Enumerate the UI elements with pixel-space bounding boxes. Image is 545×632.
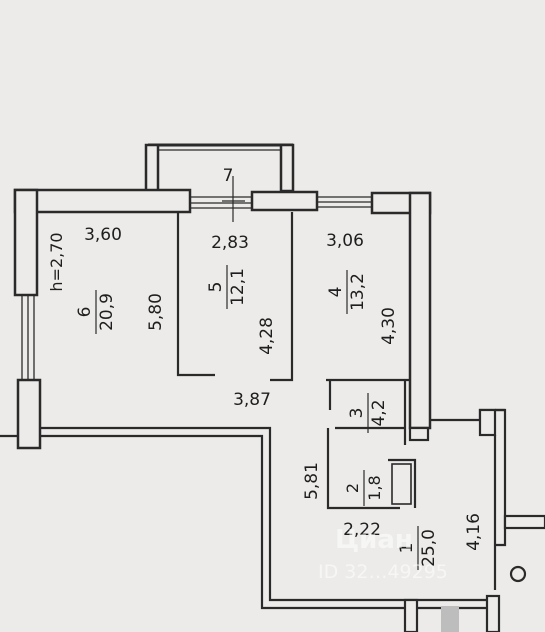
room-6-number: 6 (75, 307, 95, 318)
windows (21, 196, 372, 380)
room-7-number: 7 (223, 166, 234, 186)
watermark-brand: Циан (335, 525, 413, 555)
dim-5-81: 5,81 (302, 462, 322, 500)
room-3-area: 4,2 (369, 399, 389, 426)
dim-4-16: 4,16 (464, 513, 484, 551)
dim-3-60: 3,60 (84, 225, 122, 245)
room-4-number: 4 (326, 287, 346, 298)
room-labels: 7 6 20,9 5 12,1 4 13,2 3 4,2 2 1,8 (75, 166, 439, 570)
dimension-labels: 3,60 2,83 3,06 5,80 4,28 4,30 3,87 5,81 … (47, 225, 484, 551)
room-1-area: 25,0 (419, 529, 439, 567)
room-5-number: 5 (206, 282, 226, 293)
dim-5-80: 5,80 (146, 293, 166, 331)
right-walls (403, 408, 545, 632)
room-6-area: 20,9 (97, 293, 117, 331)
watermark-id: ID 32…49295 (318, 561, 448, 583)
dim-3-87: 3,87 (233, 390, 271, 410)
dim-4-30: 4,30 (379, 307, 399, 345)
dim-2-83: 2,83 (211, 233, 249, 253)
room-3-number: 3 (347, 408, 367, 419)
interior-walls (0, 212, 487, 610)
room-4-area: 13,2 (348, 273, 368, 311)
ceiling-height: h=2,70 (47, 232, 66, 291)
dim-4-28: 4,28 (257, 317, 277, 355)
dim-3-06: 3,06 (326, 231, 364, 251)
room-5-area: 12,1 (228, 268, 248, 306)
room-2-number: 2 (343, 483, 362, 493)
dim-2-22: 2,22 (343, 520, 381, 540)
watermark: Циан ID 32…49295 (318, 525, 448, 583)
room-1-number: 1 (397, 543, 417, 554)
room-2-area: 1,8 (365, 475, 384, 500)
